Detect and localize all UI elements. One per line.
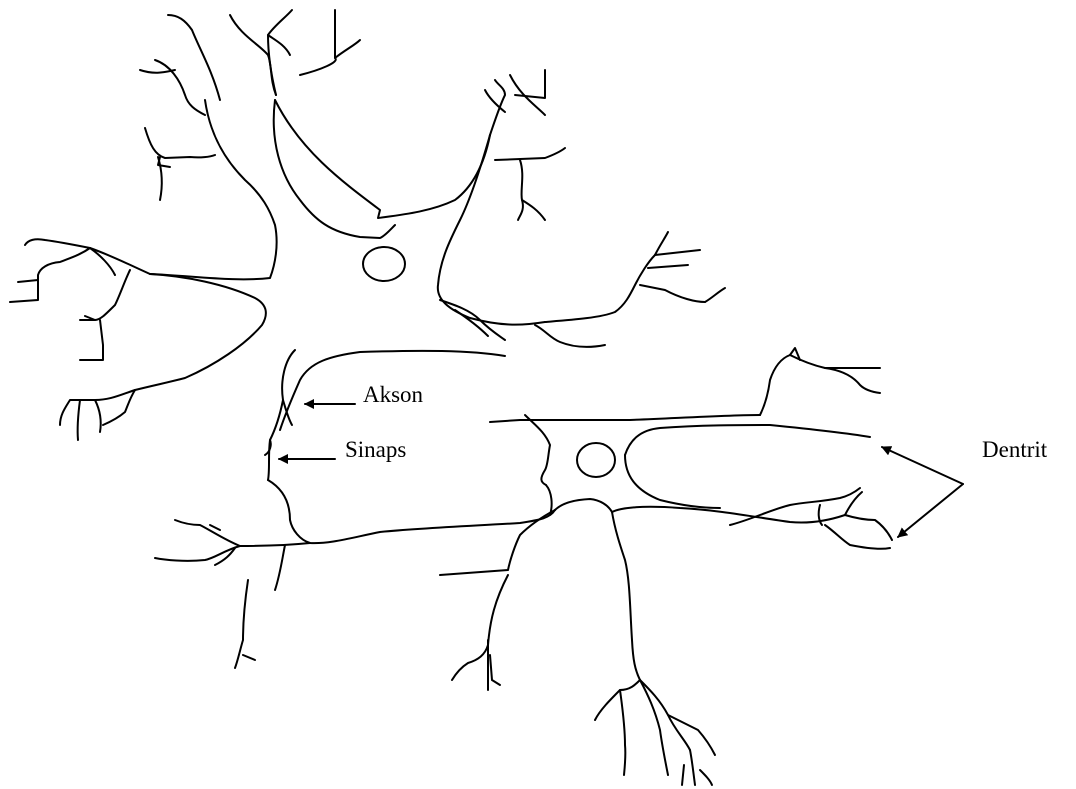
neuron-2-dendrites	[155, 348, 892, 785]
dentrit-arrow-lower	[898, 484, 963, 537]
dentrit-annotation: Dentrit	[882, 437, 1048, 537]
neuron-1-dendrites	[10, 10, 725, 440]
akson-annotation: Akson	[305, 382, 424, 407]
neuron-1-nucleus	[363, 247, 405, 281]
neuron-1	[10, 10, 725, 480]
neuron-2-nucleus	[577, 443, 615, 477]
sinaps-annotation: Sinaps	[279, 437, 406, 462]
dentrit-arrow-upper	[882, 447, 963, 484]
dentrit-label: Dentrit	[982, 437, 1048, 462]
sinaps-label: Sinaps	[345, 437, 406, 462]
akson-label: Akson	[363, 382, 424, 407]
neuron-2	[155, 348, 892, 785]
